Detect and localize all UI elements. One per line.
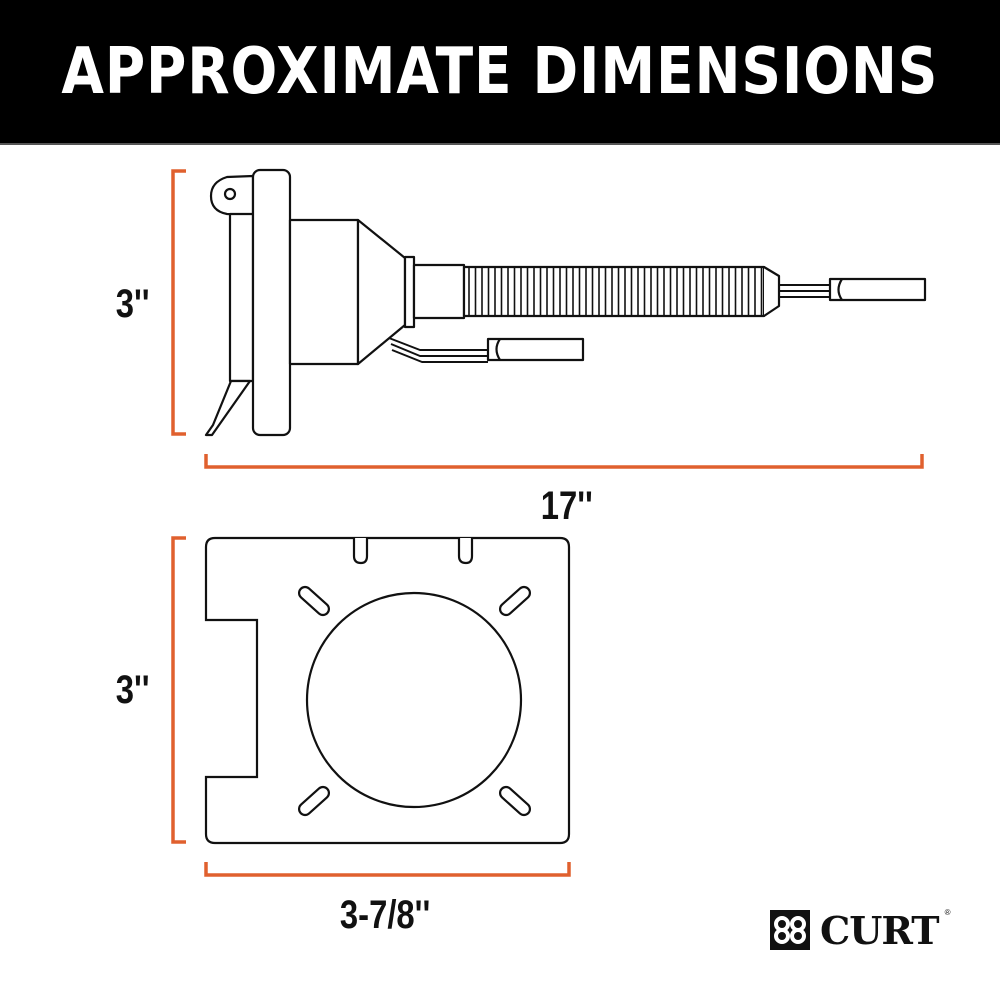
side-length-bracket xyxy=(204,454,924,469)
top-notch-left xyxy=(352,538,369,565)
plate-height-label: 3'' xyxy=(115,668,150,712)
top-notch-right xyxy=(457,538,474,565)
plate-width-bracket xyxy=(204,862,571,877)
short-plug-edge xyxy=(495,338,501,361)
corrugated-cable xyxy=(462,265,766,318)
short-wires xyxy=(388,337,488,363)
registered-mark: ® xyxy=(944,908,951,917)
mount-hole xyxy=(223,187,237,201)
plate-width-label: 3-7/8'' xyxy=(339,893,431,937)
slots xyxy=(297,585,532,817)
short-plug xyxy=(486,337,585,362)
rear-housing xyxy=(228,212,255,383)
dimension-lines xyxy=(171,169,924,877)
mounting-plate xyxy=(204,536,571,845)
body xyxy=(288,218,360,366)
collar xyxy=(403,255,416,329)
neck xyxy=(412,263,466,320)
center-hole xyxy=(305,591,523,809)
cable-ribs xyxy=(468,267,763,316)
long-wires xyxy=(779,284,830,298)
long-plug-edge xyxy=(837,278,843,301)
header-banner: APPROXIMATE DIMENSIONS xyxy=(0,0,1000,145)
curt-logo-icon xyxy=(770,910,810,950)
page-title: APPROXIMATE DIMENSIONS xyxy=(61,34,939,109)
side-height-label: 3'' xyxy=(115,282,150,326)
brand-logo: CURT ® xyxy=(768,908,950,953)
cable-tip xyxy=(763,266,781,317)
long-plug xyxy=(828,277,927,302)
connector-side-view xyxy=(204,168,927,437)
side-length-label: 17'' xyxy=(540,484,593,528)
flange xyxy=(251,168,292,437)
plate-height-bracket xyxy=(171,536,186,844)
side-height-bracket xyxy=(171,169,186,436)
latch xyxy=(204,379,252,437)
brand-name: CURT xyxy=(820,908,940,953)
